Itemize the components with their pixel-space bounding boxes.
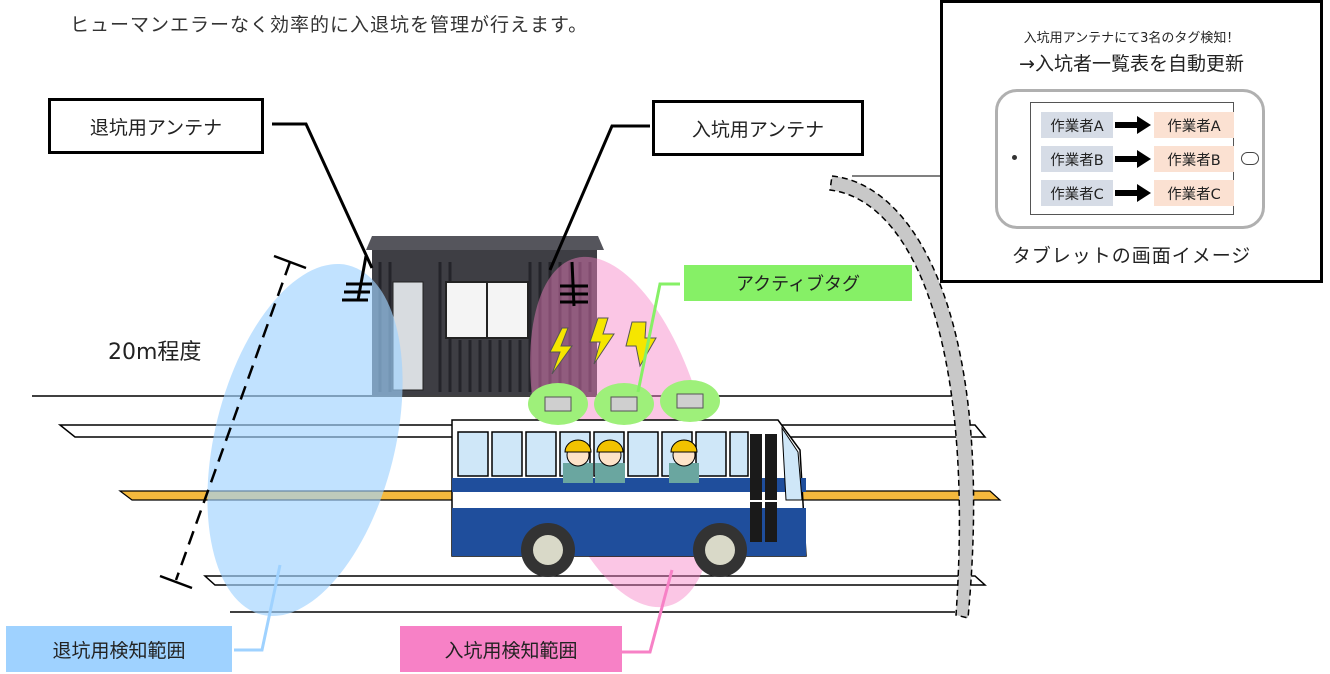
distance-dimension [159, 254, 307, 590]
arrow-right-icon [1115, 150, 1151, 168]
exit-range-label: 退坑用検知範囲 [6, 626, 232, 672]
entry-antenna-label: 入坑用アンテナ [652, 100, 864, 156]
active-tags [528, 380, 720, 425]
exit-detection-range [207, 263, 403, 617]
panel-update-text: →入坑者一覧表を自動更新 [1019, 53, 1244, 75]
active-tag-label: アクティブタグ [684, 265, 912, 301]
distance-label: 20m程度 [108, 340, 202, 365]
entry-range-label: 入坑用検知範囲 [400, 626, 622, 672]
tablet-home-button-icon [1241, 152, 1259, 165]
headline-text: ヒューマンエラーなく効率的に入退坑を管理が行えます。 [70, 14, 589, 36]
tag-leader-line [636, 282, 680, 393]
worker-destination: 作業者C [1154, 180, 1234, 206]
panel-detection-text: 入坑用アンテナにて3名のタグ検知！ [1023, 31, 1240, 46]
tablet-icon: 作業者A 作業者A 作業者B 作業者B 作業者C 作業者C [995, 89, 1265, 229]
container-hut-icon [366, 236, 604, 395]
exit-range-leader [234, 564, 282, 652]
worker-destination: 作業者B [1154, 146, 1234, 172]
tablet-screen: 作業者A 作業者A 作業者B 作業者B 作業者C 作業者C [1030, 102, 1234, 215]
worker-source: 作業者C [1041, 180, 1113, 206]
tunnel-wall [829, 175, 1168, 619]
worker-source: 作業者B [1041, 146, 1113, 172]
antenna-icon [272, 122, 650, 307]
arrow-right-icon [1115, 116, 1151, 134]
arrow-right-icon [1115, 184, 1151, 202]
entry-range-leader [620, 569, 674, 654]
worker-icon [563, 439, 699, 483]
exit-antenna-label: 退坑用アンテナ [48, 98, 264, 154]
lightning-icon [549, 317, 657, 375]
bus-icon [451, 419, 807, 577]
worker-source: 作業者A [1041, 112, 1113, 138]
worker-row: 作業者C 作業者C [1041, 180, 1241, 206]
tablet-callout: 入坑用アンテナにて3名のタグ検知！ →入坑者一覧表を自動更新 作業者A 作業者A… [940, 0, 1323, 283]
tablet-camera-icon [1012, 155, 1017, 160]
tablet-caption: タブレットの画面イメージ [1011, 245, 1252, 267]
worker-destination: 作業者A [1154, 112, 1234, 138]
worker-row: 作業者B 作業者B [1041, 146, 1241, 172]
worker-row: 作業者A 作業者A [1041, 112, 1241, 138]
